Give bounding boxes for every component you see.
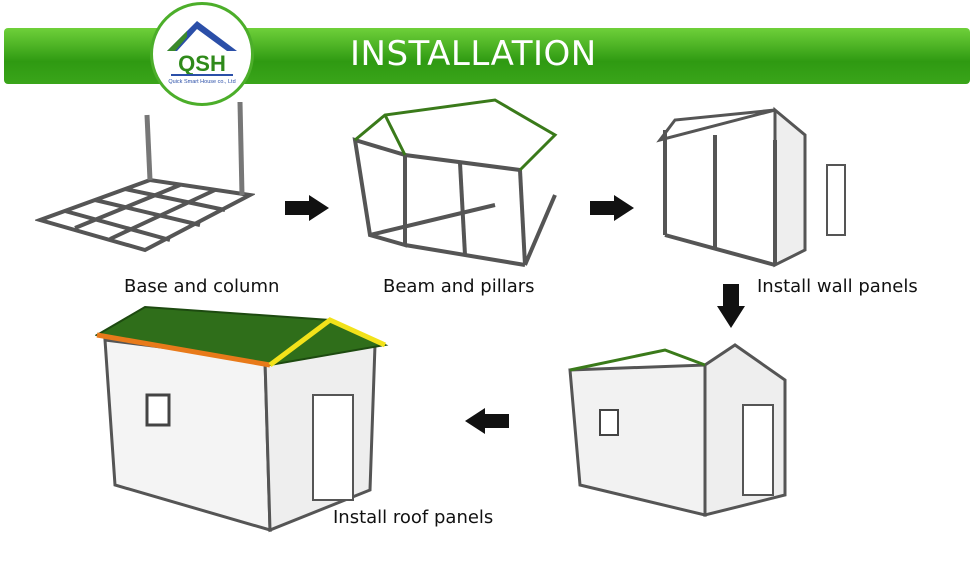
step-label: Install wall panels	[757, 276, 918, 297]
base-and-column-drawing	[35, 101, 255, 253]
svg-text:QSH: QSH	[178, 51, 226, 76]
step-label: Base and column	[124, 276, 280, 297]
arrow-left-icon	[465, 408, 509, 434]
page-title: INSTALLATION	[350, 34, 597, 74]
wall-panels-drawing	[656, 106, 846, 268]
step-label: Install roof panels	[333, 507, 494, 528]
roof-panels-drawing	[95, 305, 389, 533]
arrow-down-icon	[717, 284, 745, 328]
beam-and-pillars-drawing	[352, 98, 558, 267]
step-label: Beam and pillars	[383, 276, 535, 297]
arrow-right-icon	[590, 195, 634, 221]
walls-complete-drawing	[568, 343, 787, 517]
company-logo: QSH Quick Smart House co., Ltd	[150, 2, 254, 106]
logo-house-icon: QSH Quick Smart House co., Ltd	[167, 21, 237, 85]
arrow-right-icon	[285, 195, 329, 221]
svg-text:Quick Smart House co., Ltd: Quick Smart House co., Ltd	[168, 79, 235, 85]
